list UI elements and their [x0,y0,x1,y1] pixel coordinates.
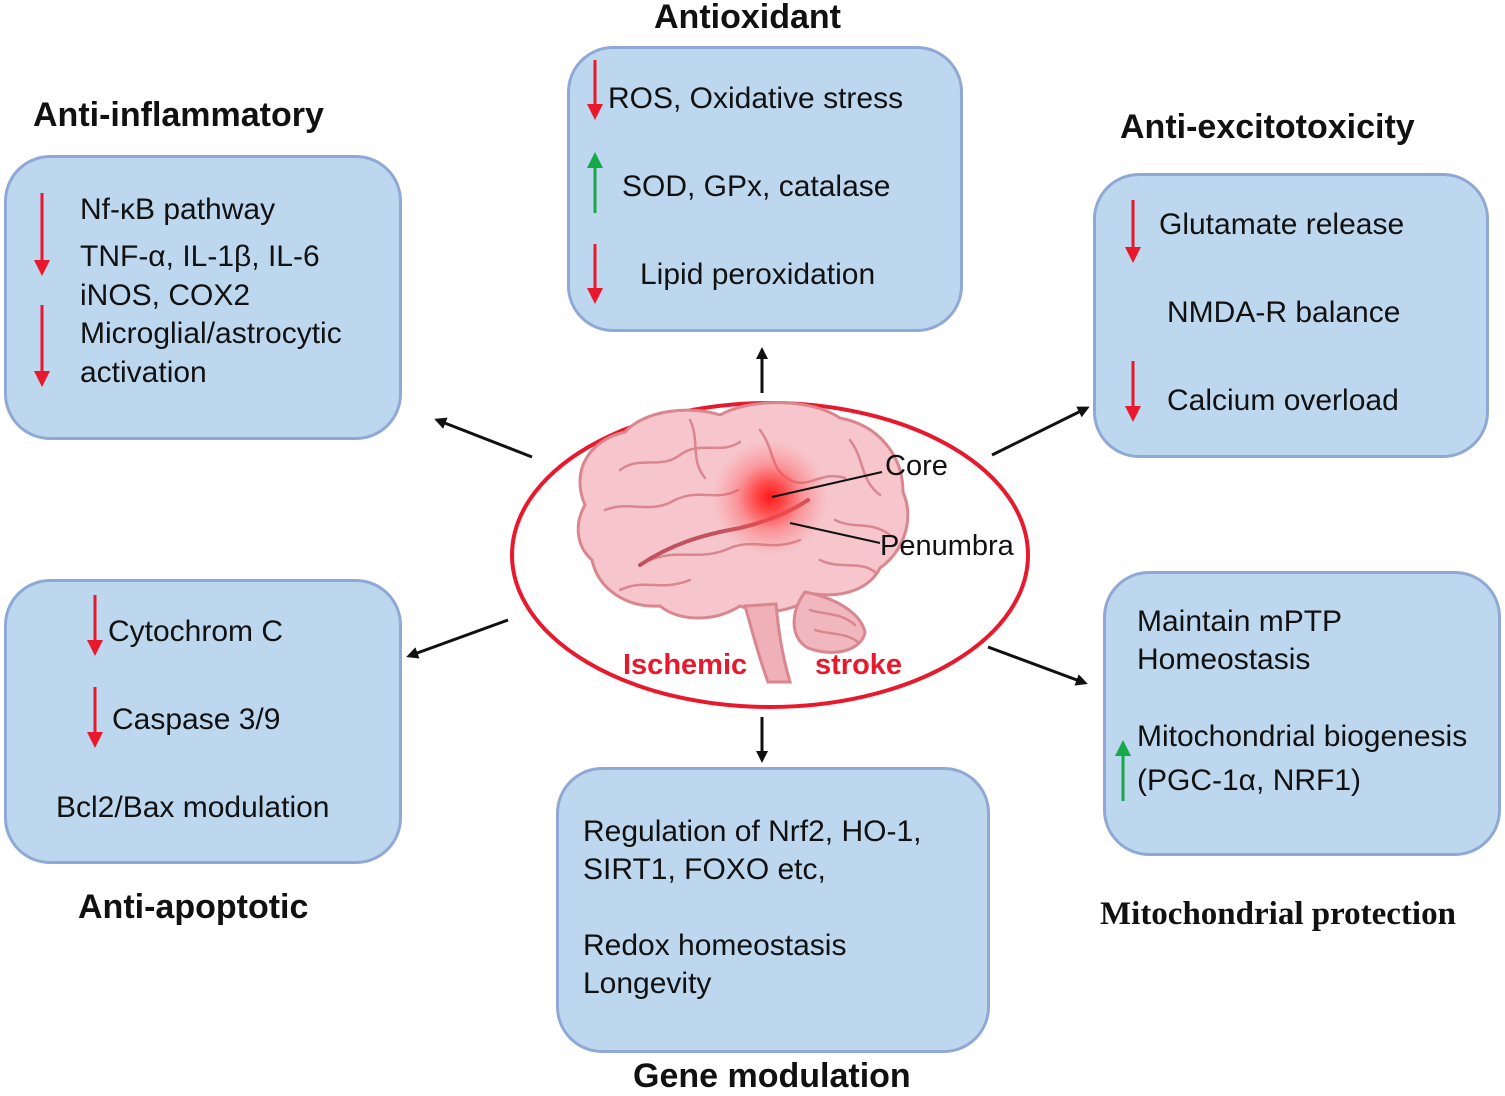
gene-line-2: SIRT1, FOXO etc, [583,853,826,886]
antioxidant-line-3: Lipid peroxidation [640,258,876,291]
gene-line-3: Redox homeostasis [583,929,847,962]
arrow-to-anti-excitotoxicity [991,406,1090,457]
inflammatory-line-3: iNOS, COX2 [80,279,251,312]
core-leader-line [771,471,883,498]
excitotoxicity-line-2: NMDA-R balance [1167,296,1401,329]
inflammatory-line-4: Microglial/astrocytic [80,317,342,350]
arrow-to-anti-apoptotic [406,618,509,659]
anti-apoptotic-box [4,579,402,864]
up-arrows [587,152,1131,801]
anti-excitotoxicity-title: Anti-excitotoxicity [1120,108,1415,146]
mitochondrial-box [1103,571,1501,856]
stroke-label-word1: Ischemic [623,649,748,681]
excitotoxicity-line-3: Calcium overload [1167,384,1399,417]
antioxidant-line-2: SOD, GPx, catalase [622,170,891,203]
up-arrow-icon [587,152,603,213]
anti-excitotoxicity-box [1093,173,1489,458]
down-arrow-icon [587,60,603,120]
down-arrows [34,60,1141,748]
down-arrow-icon [87,687,103,748]
core-label: Core [885,450,948,482]
down-arrow-icon [587,244,603,304]
stroke-label-word2: stroke [815,649,903,681]
mitochondrial-line-2: Homeostasis [1137,643,1311,676]
mitochondrial-line-1: Maintain mPTP [1137,605,1343,638]
brain-illustration [576,401,910,684]
apoptotic-line-2: Caspase 3/9 [112,703,281,736]
down-arrow-icon [34,305,50,387]
inflammatory-line-1: Nf-κB pathway [80,193,276,226]
inflammatory-line-2: TNF-α, IL-1β, IL-6 [80,240,320,273]
mitochondrial-line-4: (PGC-1α, NRF1) [1137,764,1362,797]
antioxidant-box [567,46,963,332]
excitotoxicity-line-1: Glutamate release [1159,208,1405,241]
mitochondrial-title: Mitochondrial protection [1100,896,1456,932]
antioxidant-line-1: ROS, Oxidative stress [608,82,904,115]
gene-line-1: Regulation of Nrf2, HO-1, [583,815,922,848]
down-arrow-icon [1125,361,1141,422]
arrow-to-anti-inflammatory [434,417,533,459]
apoptotic-line-1: Cytochrom C [108,615,284,648]
lesion-core [738,465,802,529]
anti-inflammatory-box [4,155,402,440]
penumbra-label: Penumbra [880,530,1014,562]
gene-modulation-title: Gene modulation [633,1057,911,1095]
apoptotic-line-3: Bcl2/Bax modulation [56,791,330,824]
mitochondrial-line-3: Mitochondrial biogenesis [1137,720,1468,753]
gene-line-4: Longevity [583,967,712,1000]
down-arrow-icon [34,193,50,276]
antioxidant-title: Antioxidant [654,0,841,36]
down-arrow-icon [87,595,103,656]
up-arrow-icon [1115,740,1131,801]
pathway-arrows [406,347,1090,763]
arrow-to-mitochondrial [987,645,1088,686]
gene-modulation-box [556,767,990,1053]
down-arrow-icon [1125,200,1141,263]
penumbra-leader-line [789,522,881,544]
anti-inflammatory-title: Anti-inflammatory [33,96,324,134]
inflammatory-line-5: activation [80,356,207,389]
anti-apoptotic-title: Anti-apoptotic [78,888,309,926]
